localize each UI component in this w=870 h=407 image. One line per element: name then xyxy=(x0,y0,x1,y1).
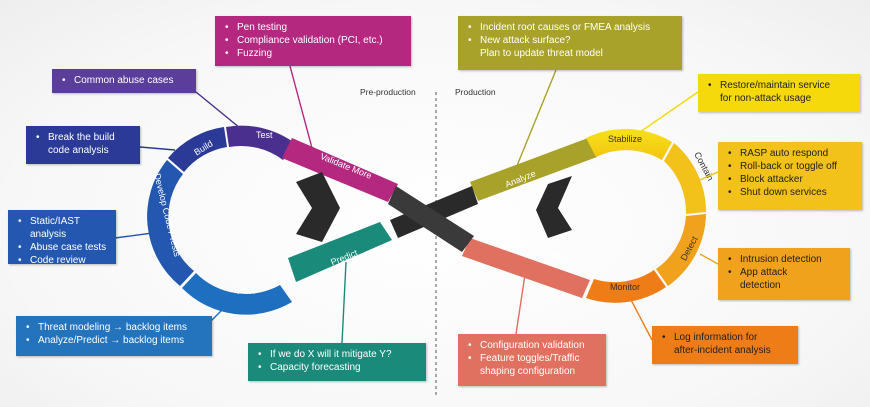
callout-item: Break the build xyxy=(36,131,132,144)
leader-analyze xyxy=(511,69,557,179)
arc-plan xyxy=(182,273,292,315)
connector-left-arrow xyxy=(296,172,340,242)
callout-item: after-incident analysis xyxy=(674,345,771,356)
callout-item: code analysis xyxy=(48,145,109,156)
arc-contain xyxy=(664,143,707,214)
callout-item: Configuration validation xyxy=(468,339,598,352)
leader-stabilize xyxy=(639,91,699,133)
callout-item: Roll-back or toggle off xyxy=(728,160,854,173)
callout-item: Analyze/Predict → backlog items xyxy=(26,334,204,347)
stage-label-test: Test xyxy=(256,130,273,140)
callout-plan: Threat modeling → backlog items Analyze/… xyxy=(16,316,212,356)
callout-detect: Intrusion detection App attack detection xyxy=(718,248,850,300)
callout-item: Code review xyxy=(18,254,108,267)
band-analyze xyxy=(470,138,597,201)
band-validate xyxy=(282,138,398,202)
callout-item: Threat modeling → backlog items xyxy=(26,321,204,334)
callout-item: App attack xyxy=(728,266,842,279)
callout-item: RASP auto respond xyxy=(728,147,854,160)
callout-validate-more: Pen testing Compliance validation (PCI, … xyxy=(215,16,411,66)
callout-item: Incident root causes or FMEA analysis xyxy=(468,21,674,34)
callout-item: shaping configuration xyxy=(480,366,576,377)
arc-build xyxy=(168,127,227,172)
phase-label-production: Production xyxy=(455,87,496,97)
arc-detect xyxy=(656,214,706,286)
callout-item: New attack surface? xyxy=(468,34,674,47)
callout-build: Break the build code analysis xyxy=(26,126,140,164)
callout-predict: If we do X will it mitigate Y? Capacity … xyxy=(248,343,426,381)
callout-item: Capacity forecasting xyxy=(258,361,418,374)
callout-stabilize: Restore/maintain service for non-attack … xyxy=(698,74,860,112)
leader-common-abuse xyxy=(195,91,241,129)
stage-label-stabilize: Stabilize xyxy=(608,134,642,144)
callout-item: Log information for xyxy=(662,331,790,344)
callout-item: If we do X will it mitigate Y? xyxy=(258,348,418,361)
callout-analyze: Incident root causes or FMEA analysis Ne… xyxy=(458,16,682,70)
callout-common-abuse: Common abuse cases xyxy=(52,69,196,93)
arc-test xyxy=(226,125,296,160)
callout-item: Feature toggles/Traffic xyxy=(468,352,598,365)
callout-item: detection xyxy=(740,280,781,291)
callout-item: Pen testing xyxy=(225,21,403,34)
arc-monitor xyxy=(586,270,666,303)
connector-center-b xyxy=(388,186,474,252)
callout-item: Restore/maintain service xyxy=(708,79,852,92)
stage-label-monitor: Monitor xyxy=(610,282,640,292)
callout-item: Block attacker xyxy=(728,173,854,186)
leader-monitor xyxy=(629,297,653,341)
callout-item: Static/IAST analysis xyxy=(18,215,108,241)
phase-label-preproduction: Pre-production xyxy=(360,87,416,97)
leader-configure xyxy=(515,267,527,335)
callout-configure: Configuration validation Feature toggles… xyxy=(458,334,606,386)
arc-develop xyxy=(147,160,194,286)
leader-build xyxy=(139,146,176,151)
callout-item: for non-attack usage xyxy=(720,93,812,104)
connector-right-arrow xyxy=(536,176,572,238)
band-predict xyxy=(288,222,392,282)
leader-develop xyxy=(114,231,161,239)
leader-predict xyxy=(341,261,347,344)
arc-stabilize xyxy=(586,128,672,160)
callout-item: Intrusion detection xyxy=(728,253,842,266)
callout-item: Plan to update threat model xyxy=(480,48,603,59)
callout-develop: Static/IAST analysis Abuse case tests Co… xyxy=(8,210,116,267)
callout-item: Common abuse cases xyxy=(62,74,188,87)
leader-detect xyxy=(699,253,719,265)
leader-contain xyxy=(699,171,719,181)
callout-contain: RASP auto respond Roll-back or toggle of… xyxy=(718,142,862,210)
leader-plan xyxy=(209,299,233,323)
leader-validate xyxy=(289,65,313,149)
callout-item: Fuzzing xyxy=(225,47,403,60)
callout-item: Compliance validation (PCI, etc.) xyxy=(225,34,403,47)
callout-monitor: Log information for after-incident analy… xyxy=(652,326,798,364)
stage-label-plan: Plan xyxy=(237,286,255,296)
callout-item: Abuse case tests xyxy=(18,241,108,254)
callout-item: Shut down services xyxy=(728,186,854,199)
